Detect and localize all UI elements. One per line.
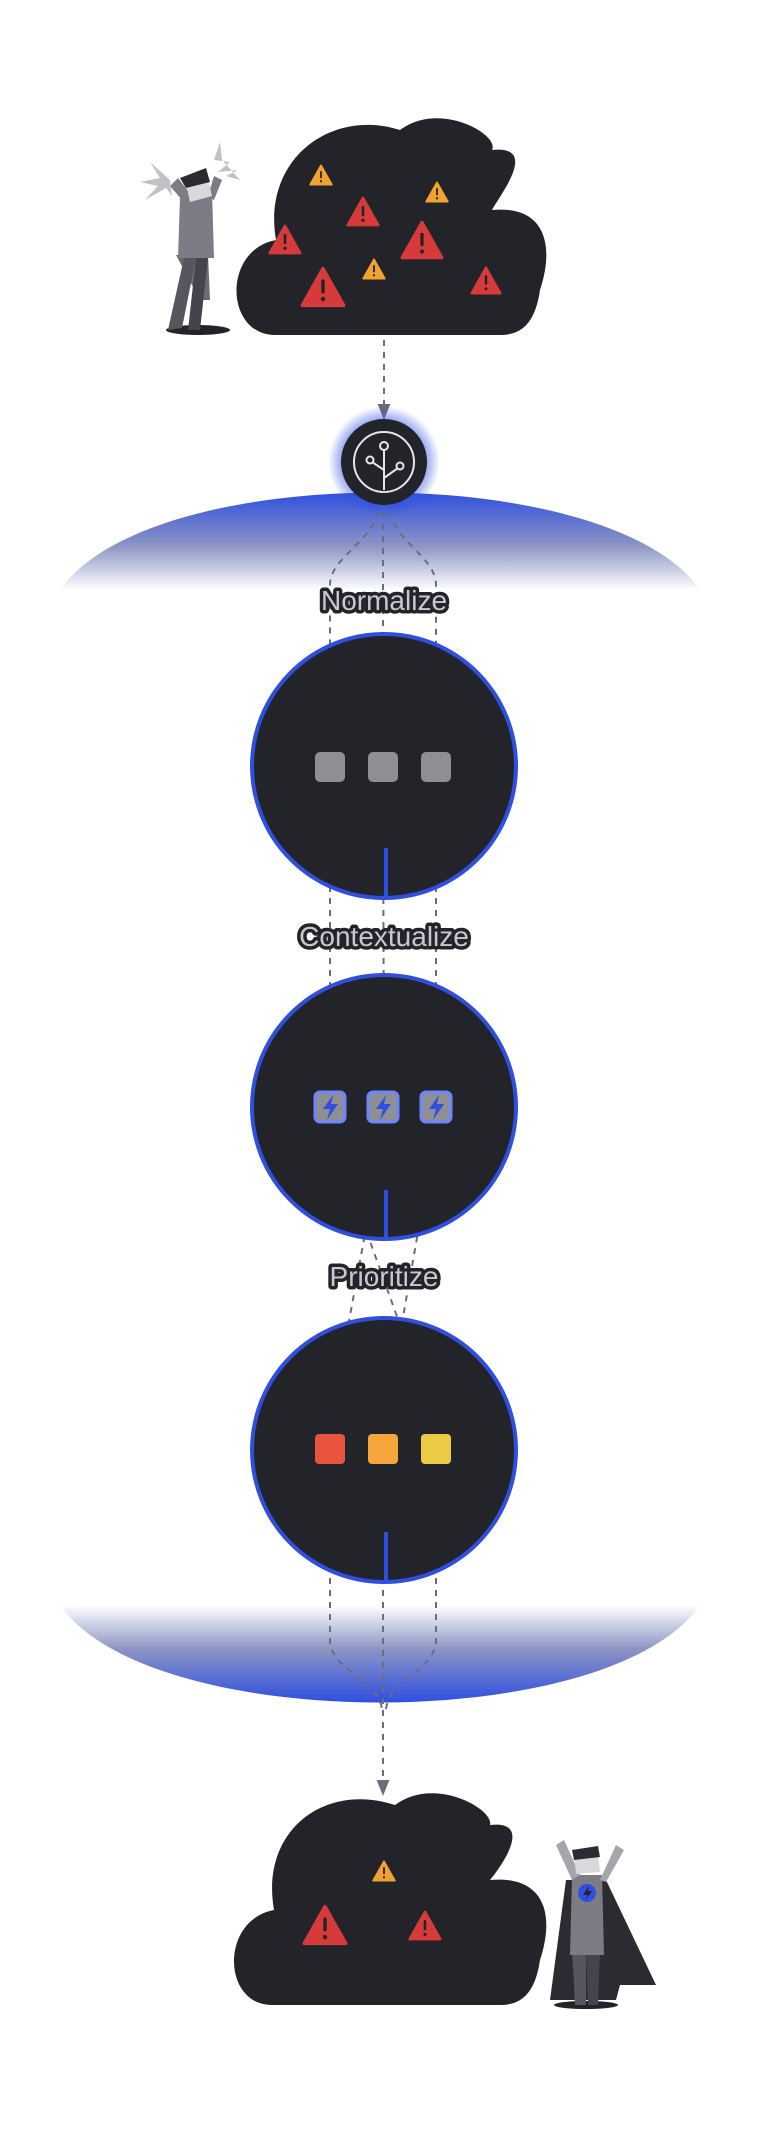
prioritized-alerts-cloud [234,1793,547,2005]
lightning-bolt-icon [376,1095,391,1120]
stage-label-prioritize: Prioritize [330,1261,439,1292]
incoming-alerts-cloud [236,118,547,335]
cloud-shape [236,118,547,335]
stage-label-contextualize: Contextualize [299,921,469,952]
cloud-shape [234,1793,547,2005]
stage-normalize [250,632,518,900]
enriched-alert-square [313,1090,347,1124]
normalized-alert-square [315,752,345,782]
enriched-alert-square [366,1090,400,1124]
hero-person-illustration [550,1840,656,2009]
normalized-alert-square [421,752,451,782]
lightning-bolt-icon [429,1095,444,1120]
priority-medium-square [368,1434,398,1464]
lightning-bolt-icon [583,1886,592,1901]
pipeline-top-gradient [60,492,700,590]
pipeline-bottom-gradient [60,1605,700,1703]
stage-prioritize [250,1316,518,1584]
stage-contextualize [250,973,518,1241]
ingestion-hub-node [328,406,440,518]
normalized-alert-square [368,752,398,782]
enriched-alert-square [419,1090,453,1124]
priority-low-square [421,1434,451,1464]
lightning-bolt-icon [323,1095,338,1120]
stage-label-normalize: Normalize [321,585,447,616]
branching-node-icon [353,431,415,493]
stressed-person-illustration [140,142,240,335]
priority-high-square [315,1434,345,1464]
